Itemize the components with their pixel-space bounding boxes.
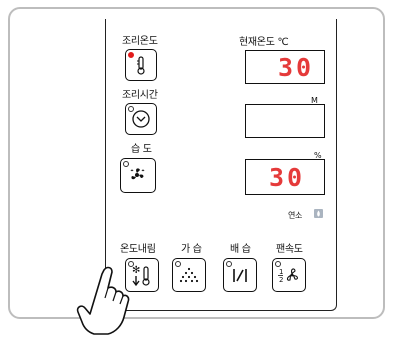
fan-speed-indicator xyxy=(275,261,281,267)
thermometer-icon xyxy=(137,56,145,75)
pointing-hand-icon xyxy=(76,266,130,335)
dehumidify-indicator xyxy=(226,261,232,267)
device-frame: 조리온도 조리시간 습 도 xyxy=(8,7,385,319)
dehumidify-button[interactable] xyxy=(223,258,257,292)
clock-icon xyxy=(132,110,150,128)
control-panel: 조리온도 조리시간 습 도 xyxy=(105,19,337,311)
cook-time-indicator xyxy=(128,106,134,112)
humidify-indicator xyxy=(175,261,181,267)
cook-temp-button[interactable] xyxy=(125,49,157,81)
humidity-display: 30 xyxy=(245,159,325,195)
fan-speed-button[interactable]: 1 2 xyxy=(272,258,306,292)
flame-icon xyxy=(314,209,323,218)
humidity-label: 습 도 xyxy=(131,144,152,155)
fan-speed-icon: 1 2 xyxy=(278,268,298,284)
svg-text:1: 1 xyxy=(279,268,283,276)
svg-text:✻: ✻ xyxy=(132,265,140,276)
cook-time-label: 조리시간 xyxy=(122,90,158,101)
humidify-label: 가 습 xyxy=(181,244,202,255)
humidity-unit-label: % xyxy=(314,151,322,160)
temp-down-icon: ✻ xyxy=(132,265,150,287)
humidity-fan-icon xyxy=(130,168,145,180)
humidify-icon xyxy=(179,267,199,283)
dehumidify-icon xyxy=(233,269,247,282)
current-temp-value: 30 xyxy=(278,53,315,82)
current-temp-label: 현재온도 ℃ xyxy=(239,37,289,48)
humidity-value: 30 xyxy=(269,163,306,192)
time-unit-label: M xyxy=(311,96,318,105)
cook-time-button[interactable] xyxy=(125,103,157,135)
dehumidify-label: 배 습 xyxy=(230,244,251,255)
combustion-label: 연소 xyxy=(288,211,303,220)
temp-down-button[interactable]: ✻ xyxy=(125,258,159,292)
time-display xyxy=(245,104,325,138)
svg-text:2: 2 xyxy=(279,276,283,284)
humidity-button[interactable] xyxy=(120,158,156,193)
temp-down-label: 온도내림 xyxy=(120,244,156,255)
cook-temp-indicator xyxy=(128,52,134,58)
humidify-button[interactable] xyxy=(172,258,206,292)
humidity-indicator xyxy=(123,161,129,167)
current-temp-display: 30 xyxy=(245,50,325,84)
temp-down-indicator xyxy=(128,261,134,267)
cook-temp-label: 조리온도 xyxy=(122,36,158,47)
fan-speed-label: 팬속도 xyxy=(276,244,303,255)
